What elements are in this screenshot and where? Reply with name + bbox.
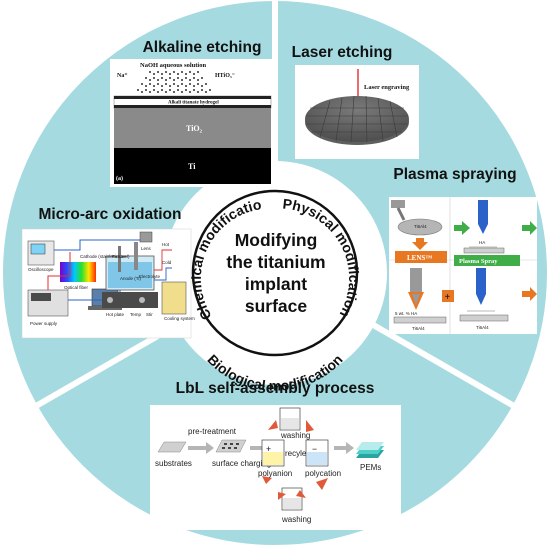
htio3-label: HTiO₃⁻ — [215, 73, 235, 79]
alkaline-etching-section: Alkaline etching NaOH aqueous solution N… — [110, 39, 275, 187]
hydrogel-pattern — [114, 96, 271, 108]
mao-anode: Anode (Ti) — [120, 276, 141, 281]
mao-title: Micro-arc oxidation — [39, 206, 182, 223]
mao-oscilloscope: Oscilloscope — [28, 267, 54, 272]
lbl-title: LbL self-assembly process — [176, 380, 375, 397]
ti-label: Ti — [188, 162, 196, 171]
naoh-label: NaOH aqueous solution — [140, 62, 206, 69]
lbl-substrates: substrates — [155, 459, 192, 468]
tio2-layer — [114, 108, 271, 148]
lens-label: LENS™ — [407, 254, 432, 262]
lbl-pems: PEMs — [360, 463, 381, 472]
alkaline-etching-figure: NaOH aqueous solution Na⁺ HTiO₃⁻ Alkali … — [110, 59, 275, 187]
alkaline-title: Alkaline etching — [143, 39, 262, 56]
mao-hot: Hot — [162, 242, 170, 247]
plasma-spraying-figure: Ti6Al4 HA LENS™ Plasma Spray 5 wt. % HA … — [389, 197, 537, 334]
lbl-plus: + — [266, 444, 271, 454]
mao-electrolyte: Electrolyte — [139, 274, 161, 279]
laser-engraving-label: Laser engraving — [364, 84, 410, 91]
lbl-washing-bottom: washing — [281, 515, 311, 524]
mao-hot-plate: Hot plate — [106, 312, 125, 317]
mao-optical-fiber: Optical fiber — [64, 285, 89, 290]
plasma-mix-label: 5 wt. % HA — [395, 311, 417, 316]
mao-temp: Temp — [130, 312, 142, 317]
mao-figure: Oscilloscope Power supply Optical fiber … — [21, 228, 195, 339]
lbl-polycation: polycation — [305, 469, 341, 478]
tio2-label: TiO₂ — [186, 124, 203, 133]
plasma-sublabel-left: Ti6Al4 — [412, 326, 425, 331]
charge-marks — [222, 443, 239, 449]
laser-title: Laser etching — [292, 44, 393, 61]
mao-power-supply: Power supply — [30, 321, 58, 326]
ion-dots — [137, 71, 211, 93]
mao-cooling: Cooling system — [164, 316, 195, 321]
lbl-figure: substrates pre-treatment surface chargin… — [150, 405, 401, 530]
center-line-4: surface — [245, 296, 308, 316]
laser-etching-section: Laser etching Laser engraving — [292, 44, 419, 159]
mao-fixture: Fixture — [112, 254, 126, 259]
plasma-title: Plasma spraying — [393, 166, 516, 183]
lbl-washing-top: washing — [280, 431, 310, 440]
mao-section: Micro-arc oxidation Oscilloscope Power s… — [21, 206, 195, 339]
center-line-1: Modifying — [235, 230, 318, 250]
plasma-plus: + — [445, 292, 451, 303]
cycle-arrows — [262, 420, 328, 500]
mao-cold: Cold — [162, 260, 172, 265]
laser-etching-figure: Laser engraving — [295, 65, 419, 159]
engraving-grid — [306, 95, 408, 143]
lbl-minus: − — [312, 444, 317, 454]
ti-layer — [114, 148, 271, 184]
lbl-polyanion: polyanion — [258, 469, 292, 478]
panel-label: (a) — [116, 175, 123, 182]
lbl-pretreatment: pre-treatment — [188, 427, 237, 436]
plasma-spraying-section: Plasma spraying Ti6Al4 HA LENS™ — [389, 166, 537, 334]
hydrogel-label: Alkali titanate hydrogel — [168, 101, 219, 106]
mao-lens: Lens — [141, 246, 152, 251]
plasma-spray-label: Plasma Spray — [459, 258, 498, 265]
center-line-3: implant — [245, 274, 307, 294]
lbl-section: LbL self-assembly process substrates pre… — [150, 380, 401, 530]
plasma-ha-label: HA — [479, 240, 485, 245]
center-line-2: the titanium — [226, 252, 325, 272]
plasma-sublabel-right: Ti6Al4 — [476, 325, 489, 330]
lbl-surface-charging: surface charging — [212, 459, 271, 468]
mao-cathode: Cathode (stainless steel) — [80, 254, 130, 259]
center-title: Modifying the titanium implant surface — [226, 230, 325, 316]
na-ion-label: Na⁺ — [117, 72, 128, 79]
plasma-disk-label: Ti6Al4 — [414, 224, 427, 229]
lbl-recyle: recyle — [285, 449, 307, 458]
mao-stir: Stir — [146, 312, 153, 317]
